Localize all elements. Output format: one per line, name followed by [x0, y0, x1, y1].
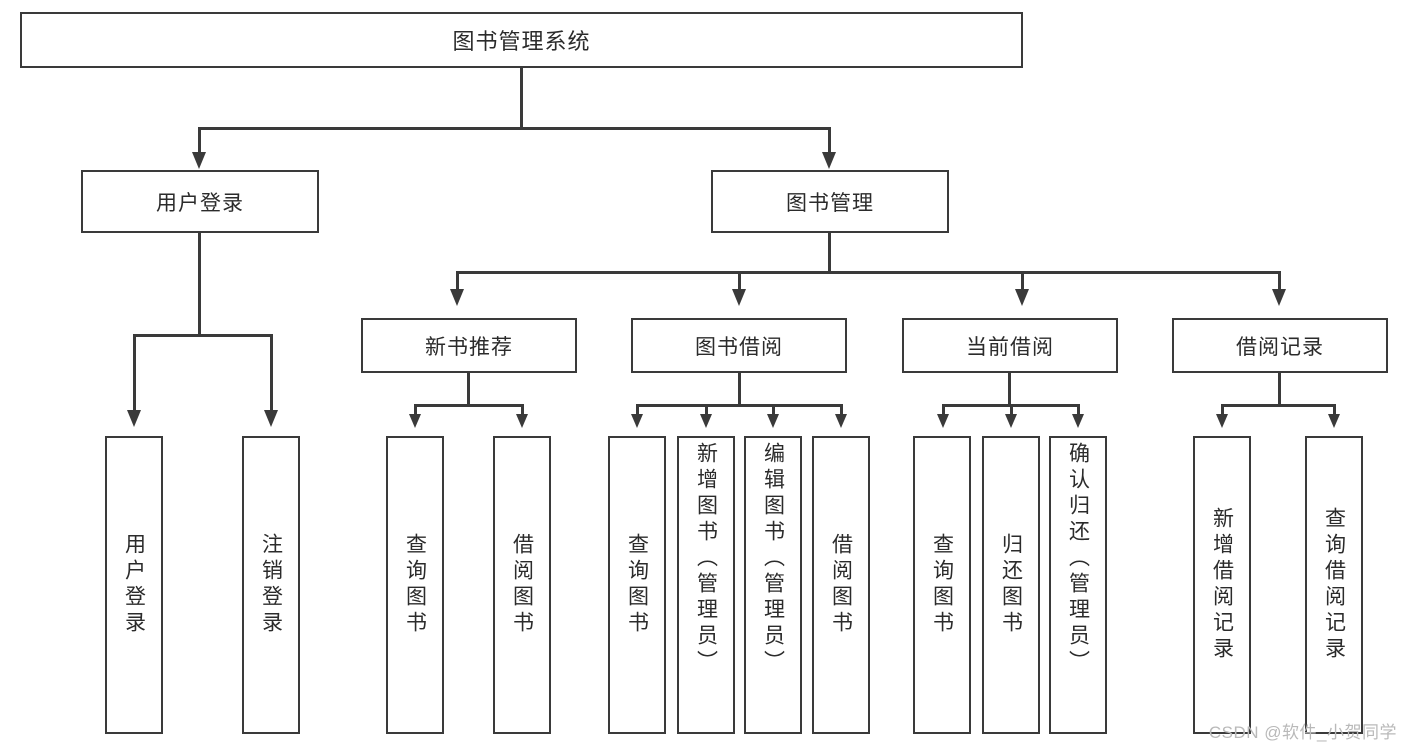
leaf-query-book-new[interactable]: 查询图书: [386, 436, 444, 734]
connector-book-borrow-b3: [772, 404, 775, 416]
leaf-return-book[interactable]: 归还图书: [982, 436, 1040, 734]
arrow-to-leaf-query-book-2: [631, 414, 643, 428]
connector-to-book-borrow: [738, 271, 741, 291]
arrow-to-current-borrow: [1015, 289, 1029, 306]
connector-new-book-bus: [414, 404, 524, 407]
connector-new-book-left: [414, 404, 417, 416]
connector-current-borrow-b1: [942, 404, 945, 416]
arrow-to-new-book: [450, 289, 464, 306]
arrow-to-leaf-user-login: [127, 410, 141, 427]
connector-book-mgmt-stem: [828, 233, 831, 273]
arrow-to-leaf-borrow-book-1: [516, 414, 528, 428]
node-borrow-record[interactable]: 借阅记录: [1172, 318, 1388, 373]
connector-book-borrow-b1: [636, 404, 639, 416]
connector-user-login-right: [270, 334, 273, 412]
leaf-add-borrow-record[interactable]: 新增借阅记录: [1193, 436, 1251, 734]
node-root-system[interactable]: 图书管理系统: [20, 12, 1023, 68]
connector-borrow-record-right: [1333, 404, 1336, 416]
node-book-borrow[interactable]: 图书借阅: [631, 318, 847, 373]
connector-to-new-book: [456, 271, 459, 291]
node-new-book-recommend[interactable]: 新书推荐: [361, 318, 577, 373]
arrow-to-leaf-edit-book: [767, 414, 779, 428]
arrow-to-leaf-query-book-3: [937, 414, 949, 428]
arrow-to-leaf-add-book: [700, 414, 712, 428]
connector-user-login-left: [133, 334, 136, 412]
arrow-to-leaf-query-book-1: [409, 414, 421, 428]
connector-to-current-borrow: [1021, 271, 1024, 291]
arrow-to-leaf-borrow-book-2: [835, 414, 847, 428]
leaf-query-borrow-record[interactable]: 查询借阅记录: [1305, 436, 1363, 734]
leaf-user-login[interactable]: 用户登录: [105, 436, 163, 734]
arrow-to-borrow-record: [1272, 289, 1286, 306]
connector-current-borrow-b2: [1010, 404, 1013, 416]
arrow-to-leaf-query-record: [1328, 414, 1340, 428]
connector-book-borrow-bus: [636, 404, 843, 407]
connector-current-borrow-stem: [1008, 373, 1011, 406]
connector-new-book-stem: [467, 373, 470, 406]
leaf-query-book-borrow[interactable]: 查询图书: [608, 436, 666, 734]
leaf-query-book-current[interactable]: 查询图书: [913, 436, 971, 734]
arrow-to-leaf-confirm-return: [1072, 414, 1084, 428]
node-book-management[interactable]: 图书管理: [711, 170, 949, 233]
connector-borrow-record-left: [1221, 404, 1224, 416]
arrow-to-book-borrow: [732, 289, 746, 306]
node-current-borrow[interactable]: 当前借阅: [902, 318, 1118, 373]
connector-user-login-stem: [198, 233, 201, 335]
leaf-edit-book-admin[interactable]: 编辑图书（管理员）: [744, 436, 802, 734]
leaf-borrow-book-new[interactable]: 借阅图书: [493, 436, 551, 734]
connector-new-book-right: [521, 404, 524, 416]
leaf-confirm-return-admin[interactable]: 确认归还（管理员）: [1049, 436, 1107, 734]
arrow-to-leaf-logout: [264, 410, 278, 427]
connector-to-borrow-record: [1278, 271, 1281, 291]
connector-book-mgmt-bus: [456, 271, 1280, 274]
connector-user-login-bus: [133, 334, 273, 337]
leaf-borrow-book-borrow[interactable]: 借阅图书: [812, 436, 870, 734]
connector-book-borrow-stem: [738, 373, 741, 406]
connector-book-borrow-b2: [705, 404, 708, 416]
arrow-to-leaf-return-book: [1005, 414, 1017, 428]
connector-current-borrow-b3: [1077, 404, 1080, 416]
arrow-root-to-book-mgmt: [822, 152, 836, 169]
connector-root-stem: [520, 68, 523, 128]
connector-borrow-record-stem: [1278, 373, 1281, 406]
node-user-login[interactable]: 用户登录: [81, 170, 319, 233]
connector-root-to-user-login: [198, 127, 201, 154]
leaf-logout[interactable]: 注销登录: [242, 436, 300, 734]
connector-root-bus: [198, 127, 831, 130]
arrow-root-to-user-login: [192, 152, 206, 169]
connector-root-to-book-mgmt: [828, 127, 831, 154]
leaf-add-book-admin[interactable]: 新增图书（管理员）: [677, 436, 735, 734]
connector-book-borrow-b4: [840, 404, 843, 416]
arrow-to-leaf-add-record: [1216, 414, 1228, 428]
connector-borrow-record-bus: [1221, 404, 1336, 407]
